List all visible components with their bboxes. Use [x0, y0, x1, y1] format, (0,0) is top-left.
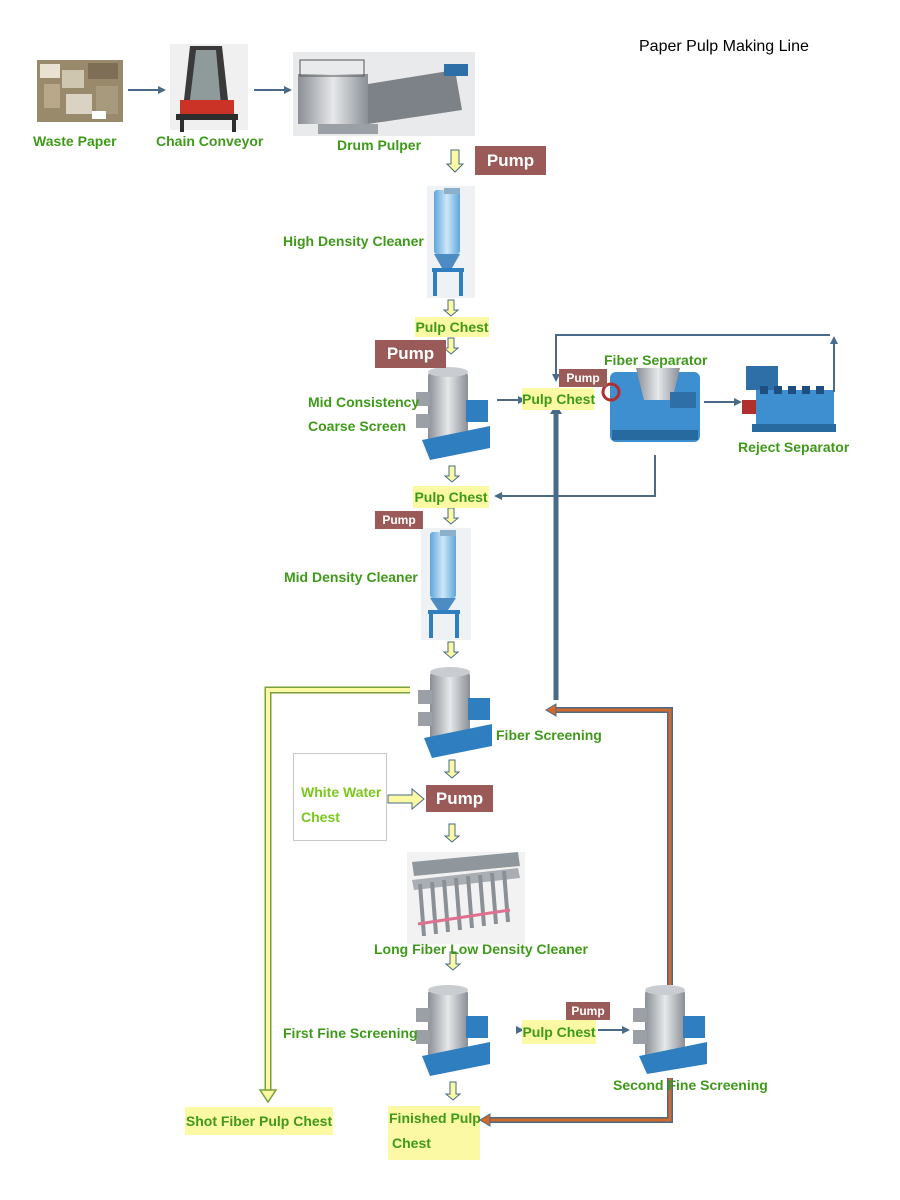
white-water-chest-line1: White Water — [301, 784, 382, 800]
mid-consistency-label-line2: Coarse Screen — [308, 418, 407, 434]
pump-1: Pump — [475, 146, 546, 175]
diagram-title: Paper Pulp Making Line — [639, 38, 809, 55]
pump-5: Pump — [426, 785, 493, 812]
pulp-chest-4: Pulp Chest — [522, 1020, 596, 1044]
white-water-arrow — [387, 787, 425, 811]
mid-density-cleaner-label: Mid Density Cleaner — [284, 569, 418, 585]
shot-fiber-pulp-chest: Shot Fiber Pulp Chest — [185, 1107, 333, 1135]
mid-density-cleaner-image — [421, 528, 471, 640]
pulp-chest-3: Pulp Chest — [413, 486, 489, 508]
fiber-screening-label: Fiber Screening — [496, 727, 602, 743]
pump-4: Pump — [375, 511, 423, 529]
low-density-cleaner-bank-image — [407, 852, 525, 944]
pump-3: Pump — [559, 369, 607, 387]
pulp-chest-2: Pulp Chest — [522, 388, 595, 410]
second-fine-screening-image — [633, 985, 707, 1074]
reject-separator-image — [742, 366, 836, 432]
fiber-screening-image — [418, 667, 492, 758]
second-fine-screening-label: Second Fine Screening — [613, 1077, 768, 1093]
first-fine-screening-image — [416, 985, 490, 1076]
fiber-separator-image — [601, 368, 700, 442]
pump-2: Pump — [375, 340, 446, 368]
finished-pulp-chest-line2: Chest — [392, 1135, 431, 1151]
first-fine-screening-label: First Fine Screening — [283, 1025, 418, 1041]
high-density-cleaner-image — [427, 186, 475, 298]
flow-arrows — [128, 86, 838, 1034]
drum-pulper-label: Drum Pulper — [337, 137, 422, 153]
shot-fiber-line — [258, 686, 410, 1104]
drum-pulper-image — [293, 52, 475, 136]
finished-pulp-chest-line1: Finished Pulp — [389, 1110, 481, 1126]
fiber-separator-label: Fiber Separator — [604, 352, 708, 368]
finished-pulp-chest: Finished Pulp Chest — [388, 1106, 481, 1160]
white-water-chest: White Water Chest — [293, 753, 387, 841]
down-arrows — [442, 149, 465, 1101]
mid-consistency-label-line1: Mid Consistency — [308, 394, 420, 410]
high-density-cleaner-label: High Density Cleaner — [283, 233, 424, 249]
waste-paper-image — [37, 60, 123, 122]
chain-conveyor-image — [170, 44, 248, 132]
chain-conveyor-label: Chain Conveyor — [156, 133, 264, 149]
reject-separator-label: Reject Separator — [738, 439, 850, 455]
low-density-cleaner-label: Long Fiber Low Density Cleaner — [374, 941, 588, 957]
mid-consistency-coarse-screen-image — [416, 367, 490, 460]
return-loop-line — [479, 404, 673, 1127]
pulp-chest-1: Pulp Chest — [415, 317, 489, 337]
waste-paper-label: Waste Paper — [33, 133, 117, 149]
pump-6: Pump — [566, 1002, 610, 1020]
white-water-chest-line2: Chest — [301, 809, 340, 825]
